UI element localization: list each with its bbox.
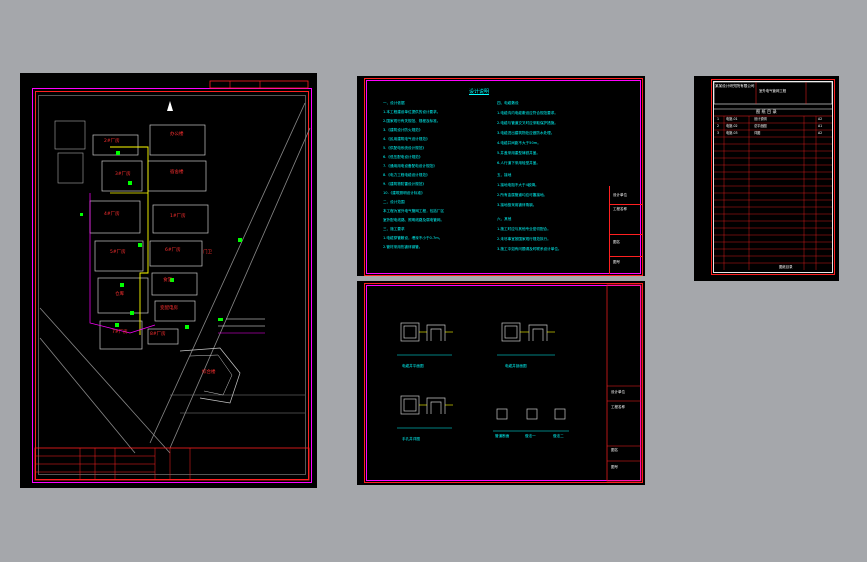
title-block-field: 图名	[613, 240, 620, 244]
note-line: 一、设计依据	[383, 101, 405, 105]
detail-caption: 手孔井详图	[402, 437, 420, 441]
note-line: 1.电缆穿管敷设，埋深不小于0.7m。	[383, 236, 443, 240]
index-table	[713, 81, 833, 270]
site-label: 办公楼	[170, 132, 184, 137]
note-line: 5.井盖采用重型铸铁井盖。	[497, 151, 540, 155]
note-line: 4.电缆井间距不大于50m。	[497, 141, 541, 145]
site-label: 仓库	[115, 292, 124, 297]
detail-caption: 电缆井平面图	[402, 364, 424, 368]
site-label: 4#厂房	[104, 212, 120, 217]
site-label: 食堂	[163, 278, 172, 283]
site-label: 门卫	[203, 250, 212, 255]
details-border	[364, 283, 643, 483]
note-line: 2.未尽事宜按国家现行规范执行。	[497, 237, 551, 241]
site-label: 变配电房	[160, 306, 178, 311]
site-label: 综合楼	[202, 370, 216, 375]
index-border	[711, 79, 835, 275]
title-block-field: 设计单位	[611, 390, 625, 394]
index-project: 室外电气管网工程	[759, 89, 787, 93]
site-plan-sheet[interactable]: 2#厂房 办公楼 3#厂房 宿舍楼 4#厂房 1#厂房 5#厂房 门卫 仓库 6…	[20, 73, 317, 488]
detail-caption: 电缆井剖面图	[505, 364, 527, 368]
note-line: 3.接地极采用镀锌角钢。	[497, 203, 537, 207]
index-table-title: 图 纸 目 录	[756, 109, 777, 114]
note-line: 1.接地电阻不大于4欧姆。	[497, 183, 539, 187]
note-line: 5.《供配电系统设计规范》	[383, 146, 426, 150]
title-block-field: 图号	[611, 465, 618, 469]
notes-sheet[interactable]: 设计说明 一、设计依据 1.本工程建设单位提供的设计要求。 2.国家现行有关规范…	[357, 76, 645, 276]
index-inner	[713, 81, 833, 273]
note-line: 2.国家现行有关规范、规程及标准。	[383, 119, 441, 123]
notes-border	[364, 78, 643, 276]
note-line: 1.电缆沟内电缆敷设应符合规范要求。	[497, 111, 558, 115]
note-line: 二、设计范围	[383, 200, 405, 204]
title-block-field: 工程名称	[611, 405, 625, 409]
note-line: 五、接地	[497, 173, 512, 177]
site-label: 宿舍楼	[170, 170, 184, 175]
detail-caption: 做法一	[525, 434, 536, 438]
site-label: 8#厂房	[150, 332, 166, 337]
notes-title: 设计说明	[469, 89, 490, 95]
detail-caption: 做法二	[553, 434, 564, 438]
note-line: 2.电缆与管道交叉时应采取保护措施。	[497, 121, 558, 125]
note-line: 三、施工要求	[383, 227, 405, 231]
details-drawing	[397, 284, 642, 482]
site-label: 6#厂房	[165, 248, 181, 253]
note-line: 7.《通用用电设备配电设计规范》	[383, 164, 437, 168]
detail-caption: 管道断面	[495, 434, 510, 438]
site-label: 2#厂房	[104, 139, 120, 144]
note-line: 本工程为室外电气管网工程，包括厂区	[383, 209, 445, 213]
note-line: 3.电缆进出建筑物处应做防水处理。	[497, 131, 555, 135]
index-org-name: 某某设计研究院有限公司	[715, 84, 755, 88]
note-line: 2.管材采用热镀锌钢管。	[383, 245, 423, 249]
title-block-field: 图名	[611, 448, 618, 452]
notes-title-block: 设计单位 工程名称 图名 图号	[609, 186, 642, 274]
details-sheet[interactable]: 电缆井平面图 电缆井剖面图 手孔井详图 管道断面 做法一 做法二 设计单位 工程…	[357, 281, 645, 485]
note-line: 6.《低压配电设计规范》	[383, 155, 423, 159]
note-line: 8.《电力工程电缆设计规范》	[383, 173, 430, 177]
note-line: 2.所有金属管道均应可靠接地。	[497, 193, 548, 197]
site-plan-drawing	[34, 80, 311, 481]
index-row: 2 电施-02 总平面图 A1	[717, 124, 823, 128]
note-line: 9.《建筑物防雷设计规范》	[383, 182, 426, 186]
title-block-field: 工程名称	[613, 207, 627, 211]
index-row: 1 电施-01 设计说明 A2	[717, 117, 823, 121]
note-line: 10.《建筑照明设计标准》	[383, 191, 425, 195]
note-line: 1.本工程建设单位提供的设计要求。	[383, 110, 441, 114]
note-line: 3.施工中如有问题请及时联系设计单位。	[497, 247, 562, 251]
site-label: 5#厂房	[110, 250, 126, 255]
note-line: 4.《民用建筑电气设计规范》	[383, 137, 430, 141]
site-label: 7#厂房	[112, 330, 128, 335]
note-line: 3.《建筑设计防火规范》	[383, 128, 423, 132]
index-footer: 图纸目录	[779, 265, 793, 269]
title-block-field: 设计单位	[613, 193, 627, 197]
site-label: 3#厂房	[115, 172, 131, 177]
note-line: 6.人行道下采用轻型井盖。	[497, 161, 540, 165]
site-plan-frame	[32, 88, 312, 483]
site-plan-inner	[38, 95, 306, 475]
note-line: 六、其他	[497, 217, 512, 221]
details-frame	[366, 285, 641, 481]
note-line: 室外配电线路、照明线路及弱电管网。	[383, 218, 445, 222]
site-plan-border	[35, 91, 309, 480]
index-row: 3 电施-03 详图 A2	[717, 131, 823, 135]
title-block-field: 图号	[613, 260, 620, 264]
index-sheet[interactable]: 某某设计研究院有限公司 室外电气管网工程 图 纸 目 录 1 电施-01 设计说…	[694, 76, 839, 281]
notes-frame	[366, 80, 641, 274]
note-line: 1.施工时应与其他专业密切配合。	[497, 227, 551, 231]
note-line: 四、电缆敷设	[497, 101, 519, 105]
site-label: 1#厂房	[170, 214, 186, 219]
